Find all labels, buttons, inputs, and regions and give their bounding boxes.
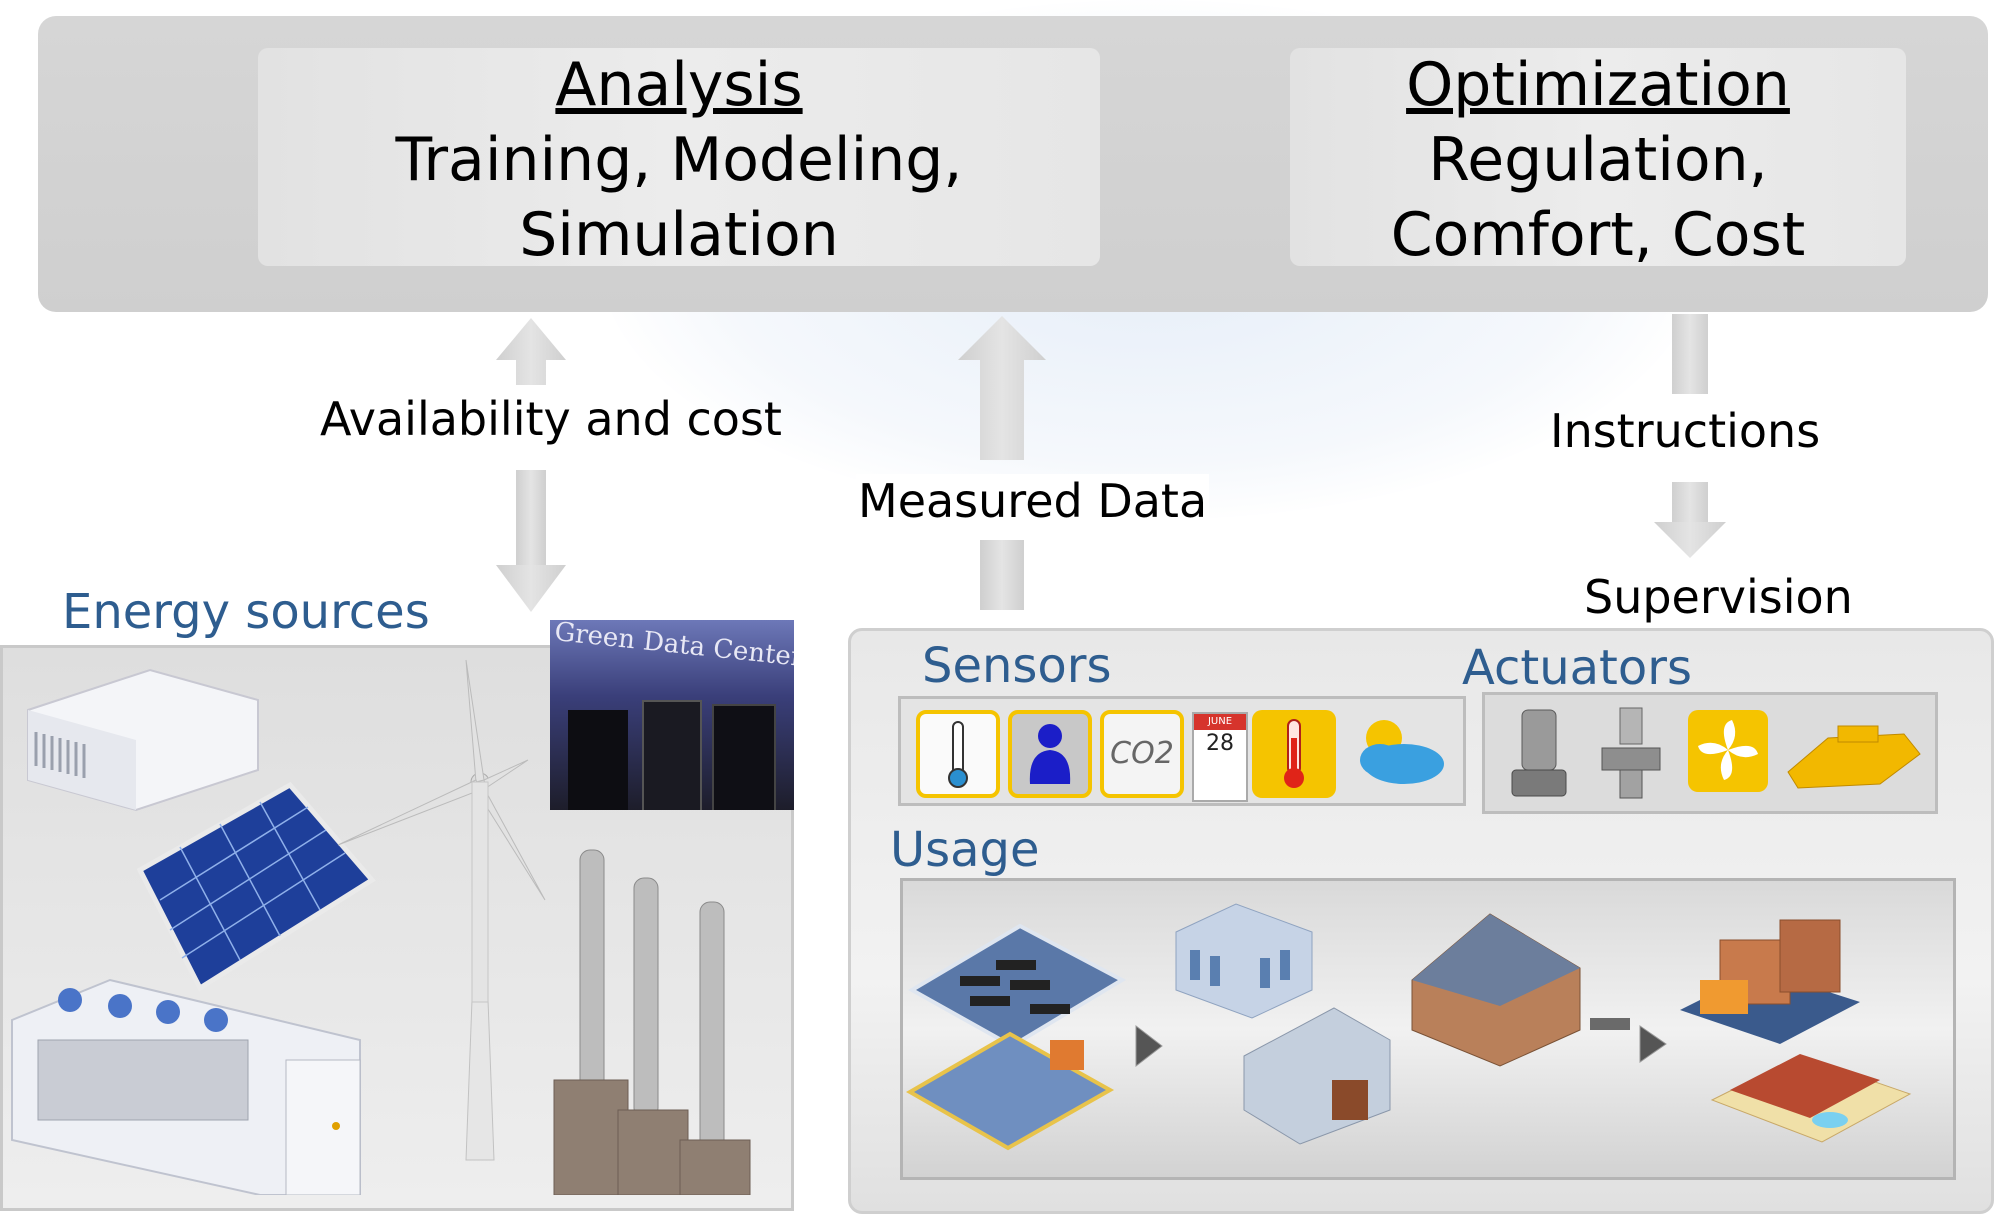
factory-illustration	[1680, 919, 1860, 1044]
optimization-title: Optimization	[1406, 50, 1790, 120]
rack-2	[642, 700, 702, 810]
warehouse-building-illustration	[1243, 1007, 1391, 1145]
usage-title: Usage	[890, 822, 1040, 878]
chimney-stacks	[553, 849, 751, 1195]
rack-1	[568, 710, 628, 810]
measured-data-label: Measured Data	[856, 474, 1210, 528]
co2-sensor-icon: CO2	[1100, 710, 1184, 798]
occupancy-sensor-icon	[1008, 710, 1092, 798]
analysis-box: Analysis Training, Modeling, Simulation	[258, 48, 1100, 270]
analysis-line1: Training, Modeling,	[395, 125, 963, 195]
optimization-line2: Comfort, Cost	[1390, 200, 1806, 270]
energy-sources-title: Energy sources	[62, 584, 430, 640]
calendar-month: JUNE	[1194, 714, 1246, 730]
resort-illustration	[1710, 1054, 1912, 1143]
valve-actuator-icon	[1596, 704, 1666, 804]
instructions-arrow	[1654, 314, 1726, 558]
server-room-illustration	[907, 923, 1127, 1049]
calendar-icon: JUNE 28	[1192, 712, 1248, 802]
energy-illustrations	[11, 659, 751, 1195]
usage-arrow-1	[1135, 1024, 1163, 1068]
analysis-title: Analysis	[555, 50, 803, 120]
thermometer-sensor-icon	[916, 710, 1000, 798]
office-building-illustration	[1175, 903, 1313, 1019]
availability-label: Availability and cost	[320, 392, 782, 446]
instructions-label: Instructions	[1550, 404, 1821, 458]
chiller-unit	[11, 978, 361, 1195]
calendar-day: 28	[1206, 731, 1234, 756]
actuators-title: Actuators	[1462, 640, 1692, 696]
supervision-label: Supervision	[1584, 570, 1853, 624]
solar-panel	[136, 781, 376, 992]
measured-data-arrow	[958, 316, 1046, 610]
rack-3	[712, 704, 776, 810]
motor-actuator-icon	[1504, 704, 1574, 804]
heater-actuator-icon	[1784, 714, 1924, 794]
usage-illustrations	[905, 903, 1912, 1151]
generator-unit	[27, 668, 259, 812]
wind-turbine	[337, 659, 546, 1161]
sensors-title: Sensors	[922, 638, 1112, 694]
usage-arrow-2	[1639, 1025, 1667, 1063]
optimization-line1: Regulation,	[1428, 125, 1768, 195]
weather-icon	[1344, 708, 1448, 796]
office-room-illustration	[905, 1031, 1115, 1151]
optimization-box: Optimization Regulation, Comfort, Cost	[1290, 48, 1906, 270]
house-illustration	[1411, 913, 1630, 1067]
temperature-sensor-icon	[1252, 710, 1336, 798]
analysis-line2: Simulation	[519, 200, 839, 270]
green-data-center-photo: Green Data Center	[550, 620, 794, 810]
availability-double-arrow	[496, 318, 566, 612]
fan-actuator-icon	[1688, 710, 1768, 792]
